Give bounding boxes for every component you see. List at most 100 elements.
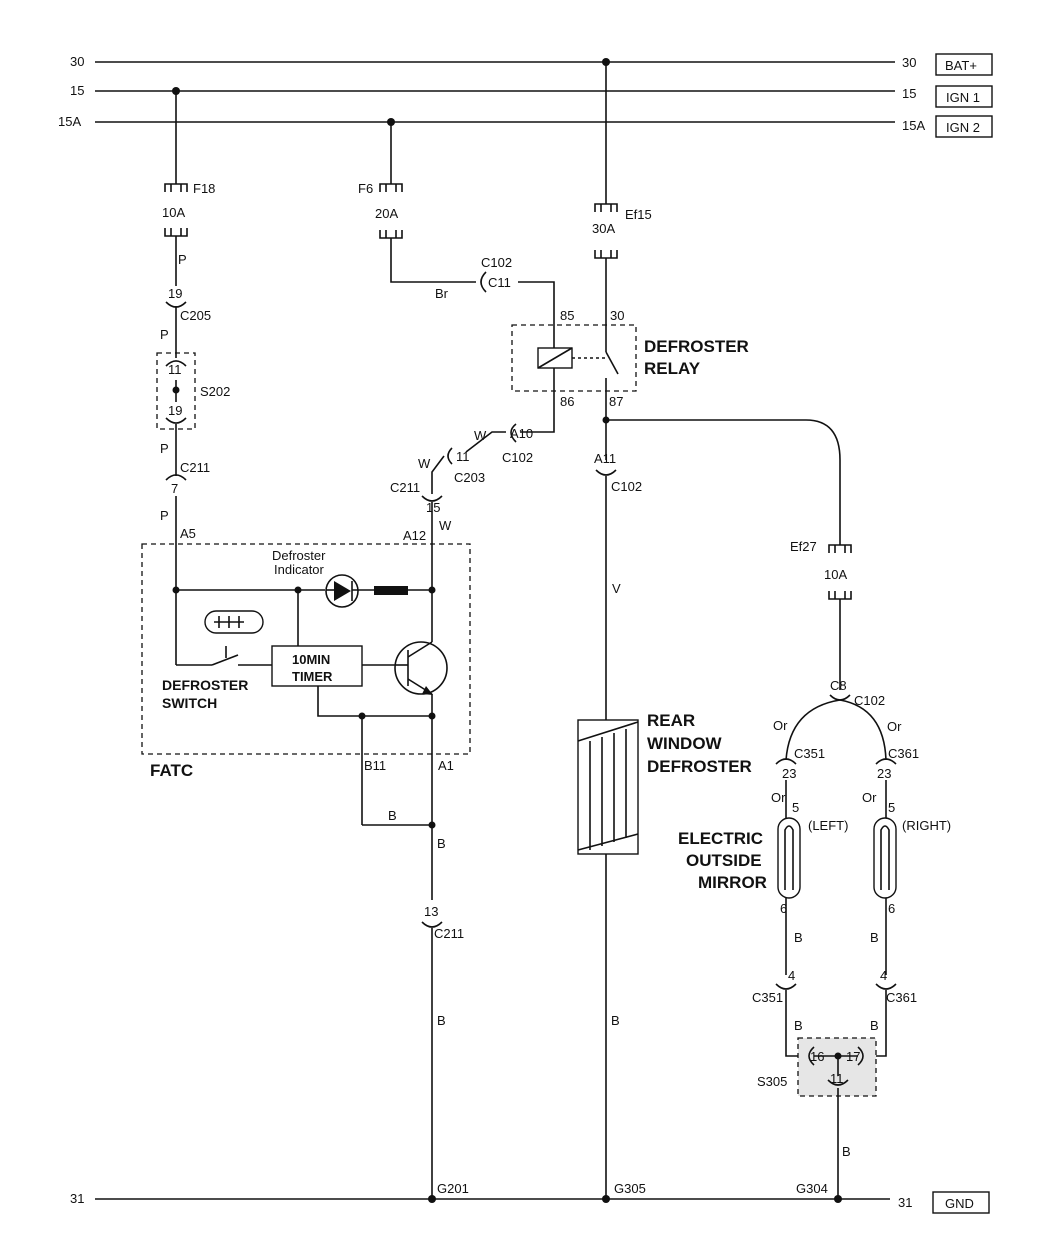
fuse-f6: F6 20A	[358, 181, 403, 239]
splice-s305-pin-11: 11	[830, 1071, 844, 1086]
connector-c102-c8: C8 C102	[829, 678, 885, 708]
connector-c211-label: C211	[390, 480, 420, 495]
mirror-label-3: MIRROR	[698, 873, 767, 892]
defroster-switch-label-2: SWITCH	[162, 695, 217, 711]
wire-color-label: B	[794, 930, 803, 945]
fuse-ef15-rating: 30A	[592, 221, 615, 236]
wire-color-label: Or	[887, 719, 902, 734]
mirror-label-2: OUTSIDE	[686, 851, 762, 870]
connector-c351-label: C351	[752, 990, 783, 1005]
rear-window-defroster-icon	[577, 719, 639, 855]
ign1-tag: IGN 1	[946, 90, 980, 105]
timer-label-1: 10MIN	[292, 652, 330, 667]
connector-c211-label: C211	[434, 926, 464, 941]
rail-31-left-label: 31	[70, 1191, 84, 1206]
fuse-f6-name: F6	[358, 181, 373, 196]
wire-color-label: B	[437, 836, 446, 851]
defroster-indicator-icon	[325, 574, 432, 608]
gnd-tag: GND	[945, 1196, 974, 1211]
splice-s305: 16 17 11 S305	[757, 1037, 877, 1097]
splice-s202-label: S202	[200, 384, 230, 399]
connector-c351-a: C351 23	[775, 746, 825, 781]
relay-pin-86: 86	[560, 394, 574, 409]
connector-c205-pin: 19	[168, 286, 182, 301]
relay-pin-30: 30	[610, 308, 624, 323]
indicator-label-1: Defroster	[272, 548, 326, 563]
ground-g305: G305	[614, 1181, 646, 1196]
fuse-ef27-name: Ef27	[790, 539, 817, 554]
fatc-module: A5 A12 FATC Defroster Indicator DEF	[141, 526, 471, 780]
connector-c351-pin: 23	[782, 766, 796, 781]
fuse-f18-name: F18	[193, 181, 215, 196]
connector-c361-label: C361	[888, 746, 919, 761]
connector-c351-b: 4 C351	[752, 968, 797, 1005]
fatc-pin-a12: A12	[403, 528, 426, 543]
rail-30-left-label: 30	[70, 54, 84, 69]
relay-pin-87: 87	[609, 394, 623, 409]
connector-c203-pin: 11	[456, 449, 470, 464]
rail-30-right-label: 30	[902, 55, 916, 70]
connector-c211-b: C211 15	[390, 480, 443, 515]
connector-c361-pin: 4	[880, 968, 887, 983]
connector-c361-a: C361 23	[875, 746, 919, 781]
relay-title-1: DEFROSTER	[644, 337, 749, 356]
left-mirror-heater-icon	[777, 817, 801, 899]
timer-label-2: TIMER	[292, 669, 333, 684]
connector-c205: 19 C205	[165, 286, 211, 323]
splice-s305-label: S305	[757, 1074, 787, 1089]
relay-title-2: RELAY	[644, 359, 701, 378]
wire-color-label: B	[437, 1013, 446, 1028]
indicator-label-2: Indicator	[274, 562, 325, 577]
splice-s202: 11 19 S202	[156, 352, 230, 430]
rear-label-1: REAR	[647, 711, 695, 730]
fatc-label: FATC	[150, 761, 193, 780]
mirror-pin-5: 5	[792, 800, 799, 815]
rear-label-2: WINDOW	[647, 734, 723, 753]
connector-c211-c: 13 C211	[421, 904, 464, 941]
wire-color-label: W	[418, 456, 431, 471]
relay-pin-85: 85	[560, 308, 574, 323]
fuse-f18-rating: 10A	[162, 205, 185, 220]
connector-c102-label: C102	[502, 450, 533, 465]
wire-color-label: B	[611, 1013, 620, 1028]
rail-31: 31 31 GND	[70, 1191, 990, 1214]
right-mirror-heater-icon	[873, 817, 897, 899]
fuse-ef27: Ef27 10A	[790, 539, 852, 600]
connector-c211-pin: 13	[424, 904, 438, 919]
connector-c205-label: C205	[180, 308, 211, 323]
wire-color-label: B	[870, 1018, 879, 1033]
splice-s202-pin-bot: 19	[168, 403, 182, 418]
mirror-right-label: (RIGHT)	[902, 818, 951, 833]
mirror-label-1: ELECTRIC	[678, 829, 763, 848]
connector-c8-pin: C8	[830, 678, 847, 693]
fuse-ef15-name: Ef15	[625, 207, 652, 222]
connector-c102-label: C102	[481, 255, 512, 270]
bat-plus-tag: BAT+	[945, 58, 977, 73]
rail-15: 15 15 IGN 1	[70, 83, 993, 108]
connector-c102-a10: A10 C102	[502, 423, 533, 465]
wire-color-label: B	[870, 930, 879, 945]
connector-c211-a: C211 7	[165, 460, 210, 496]
rail-31-right-label: 31	[898, 1195, 912, 1210]
splice-s202-pin-top: 11	[168, 362, 182, 377]
mirror-pin-6: 6	[888, 901, 895, 916]
connector-c203-label: C203	[454, 470, 485, 485]
wire-color-label: B	[388, 808, 397, 823]
ground-g201: G201	[437, 1181, 469, 1196]
connector-c361-b: 4 C361	[875, 968, 917, 1005]
connector-c102-label: C102	[611, 479, 642, 494]
wire-color-label: P	[160, 327, 169, 342]
mirror-pin-5: 5	[888, 800, 895, 815]
connector-c351-label: C351	[794, 746, 825, 761]
fuse-ef27-rating: 10A	[824, 567, 847, 582]
transistor-icon	[394, 590, 448, 716]
connector-a10-pin: A10	[510, 426, 533, 441]
splice-s305-pin-17: 17	[846, 1049, 860, 1064]
rail-15a-right-label: 15A	[902, 118, 925, 133]
connector-c11-pin: C11	[488, 275, 511, 290]
rail-15-right-label: 15	[902, 86, 916, 101]
fatc-pin-a5: A5	[180, 526, 196, 541]
ground-g304: G304	[796, 1181, 828, 1196]
connector-c211-label: C211	[180, 460, 210, 475]
